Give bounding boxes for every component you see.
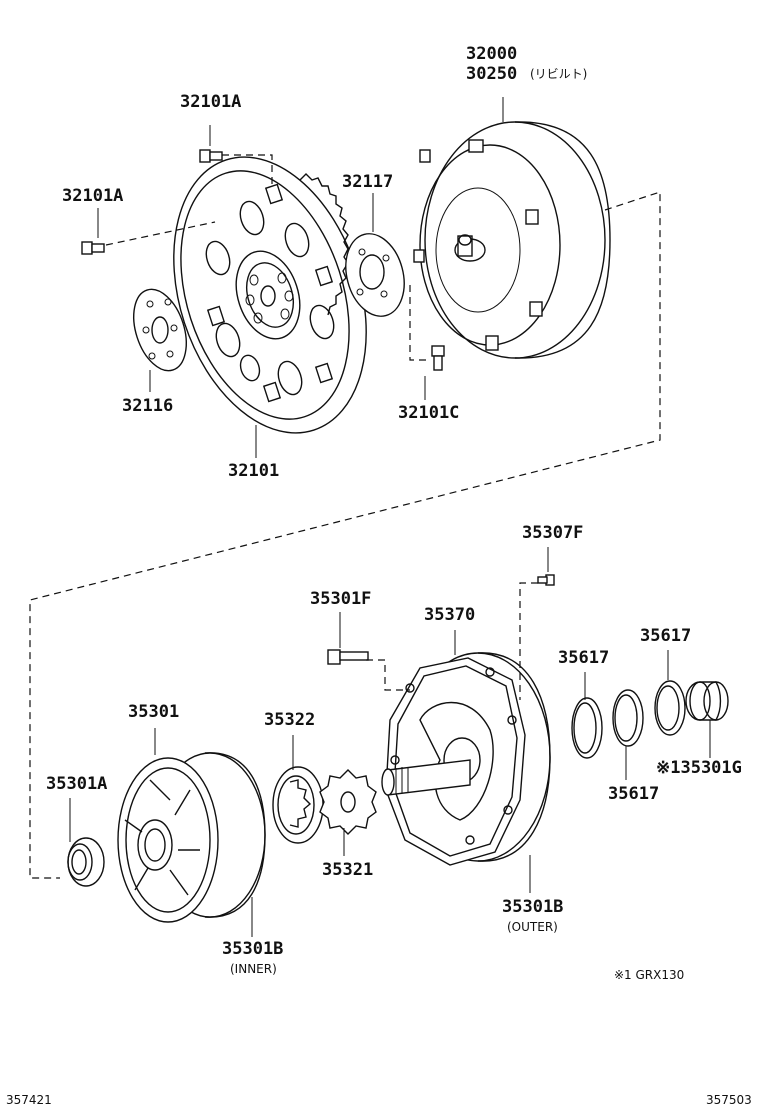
label-outer-note: (OUTER) <box>507 920 558 934</box>
bolt-35307f <box>537 574 555 586</box>
label-35301g: ※135301G <box>656 758 742 778</box>
label-32000: 32000 <box>466 44 518 64</box>
bolt-32101a-top <box>199 149 223 163</box>
label-35307f: 35307F <box>522 523 584 543</box>
oil-seal <box>67 837 105 887</box>
label-35370: 35370 <box>424 605 476 625</box>
pump-cover <box>117 752 266 923</box>
bushing <box>685 681 729 721</box>
label-35617-a: 35617 <box>558 648 610 668</box>
diagram-id-right: 357503 <box>706 1093 752 1107</box>
label-32101c: 32101C <box>398 403 460 423</box>
label-35322: 35322 <box>264 710 316 730</box>
bolt-35301f <box>327 649 369 665</box>
label-30250: 30250 <box>466 64 518 84</box>
label-35301a: 35301A <box>46 774 108 794</box>
label-35617-c: 35617 <box>608 784 660 804</box>
oil-pump-body <box>381 652 551 866</box>
spacer-plate <box>133 288 187 372</box>
bolt-32101c <box>431 345 445 371</box>
drive-gear <box>319 769 377 835</box>
seal-ring-3 <box>654 680 686 736</box>
label-35301b-outer: 35301B <box>502 897 564 917</box>
footnote: ※1 GRX130 <box>614 968 685 982</box>
label-30250-note: (リビルト) <box>530 67 588 81</box>
bolt-32101a-left <box>81 241 105 255</box>
label-32117: 32117 <box>342 172 394 192</box>
label-inner-note: (INNER) <box>230 962 277 976</box>
label-35321: 35321 <box>322 860 374 880</box>
label-35301f: 35301F <box>310 589 372 609</box>
diagram-id-left: 357421 <box>6 1093 52 1107</box>
label-35617-b: 35617 <box>640 626 692 646</box>
seal-ring-1 <box>571 697 603 759</box>
seal-ring-2 <box>612 689 644 747</box>
label-32101a-top: 32101A <box>180 92 242 112</box>
label-32116: 32116 <box>122 396 174 416</box>
label-32101: 32101 <box>228 461 280 481</box>
torque-converter <box>413 121 611 359</box>
label-32101a-left: 32101A <box>62 186 124 206</box>
label-35301: 35301 <box>128 702 180 722</box>
driven-gear <box>272 766 324 844</box>
spacer-32117 <box>345 233 405 317</box>
label-35301b-inner: 35301B <box>222 939 284 959</box>
